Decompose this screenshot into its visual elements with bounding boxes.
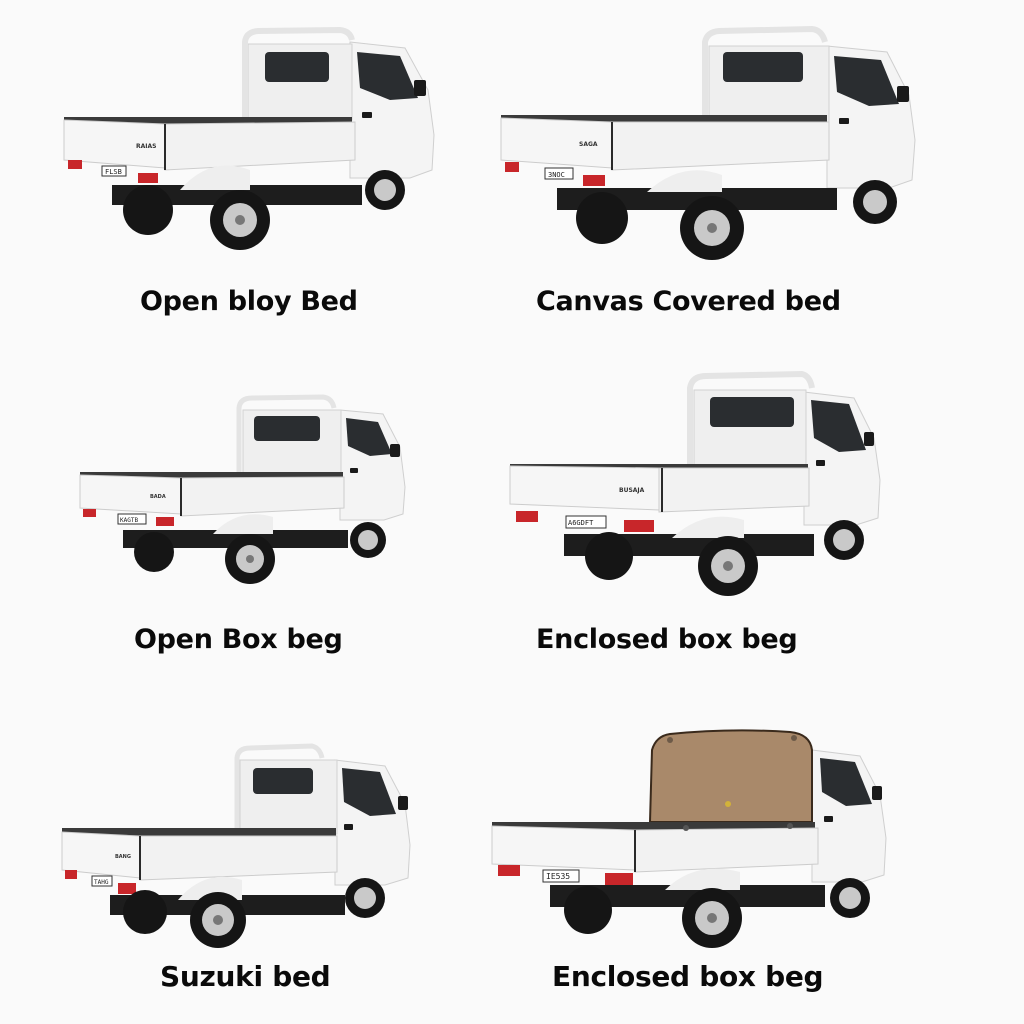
license-plate: KAGTB (120, 517, 138, 524)
mini-truck-open-rack-image: BANG TAHG (61, 743, 411, 948)
bed-label: BANG (115, 854, 131, 860)
license-plate: A6GDFT (568, 519, 594, 527)
mini-truck-open-rack-image: BADA KAGTB (79, 394, 406, 584)
bed-label: RAIAS (136, 143, 156, 150)
caption-label: Canvas Covered bed (536, 286, 841, 317)
mini-truck-open-rack-image: SAGA 3NOC (500, 25, 916, 260)
mini-truck-canvas-cover-image: IE535 (491, 729, 887, 948)
license-plate: TAHG (94, 879, 109, 886)
bed-label: BADA (150, 494, 166, 500)
caption-label: Enclosed box beg (536, 624, 798, 655)
grid-item-open-bloy-bed: RAIAS FLSB Open bloy Bed (0, 0, 512, 340)
caption-label: Enclosed box beg (552, 960, 824, 993)
caption-label: Open Box beg (134, 624, 343, 655)
bed-label: BUSAJA (619, 487, 645, 494)
bed-label: SAGA (579, 141, 598, 148)
caption-label: Suzuki bed (160, 960, 331, 993)
grid-item-open-box-beg: BADA KAGTB Open Box beg (0, 340, 512, 680)
license-plate: 3NOC (548, 171, 565, 179)
grid-item-suzuki-bed: BANG TAHG Suzuki bed (0, 680, 512, 1024)
grid-item-canvas-covered-bed: SAGA 3NOC Canvas Covered bed (500, 0, 1024, 340)
license-plate: FLSB (105, 168, 122, 176)
grid-item-enclosed-box-beg: BUSAJA A6GDFT Enclosed box beg (509, 340, 1024, 680)
license-plate: IE535 (546, 872, 570, 881)
mini-truck-open-rack-image: RAIAS FLSB (63, 26, 435, 250)
caption-label: Open bloy Bed (140, 286, 358, 317)
mini-truck-open-rack-image: BUSAJA A6GDFT (509, 370, 881, 596)
grid-item-enclosed-box-beg-canvas: IE535 Enclosed box beg (491, 680, 1024, 1024)
